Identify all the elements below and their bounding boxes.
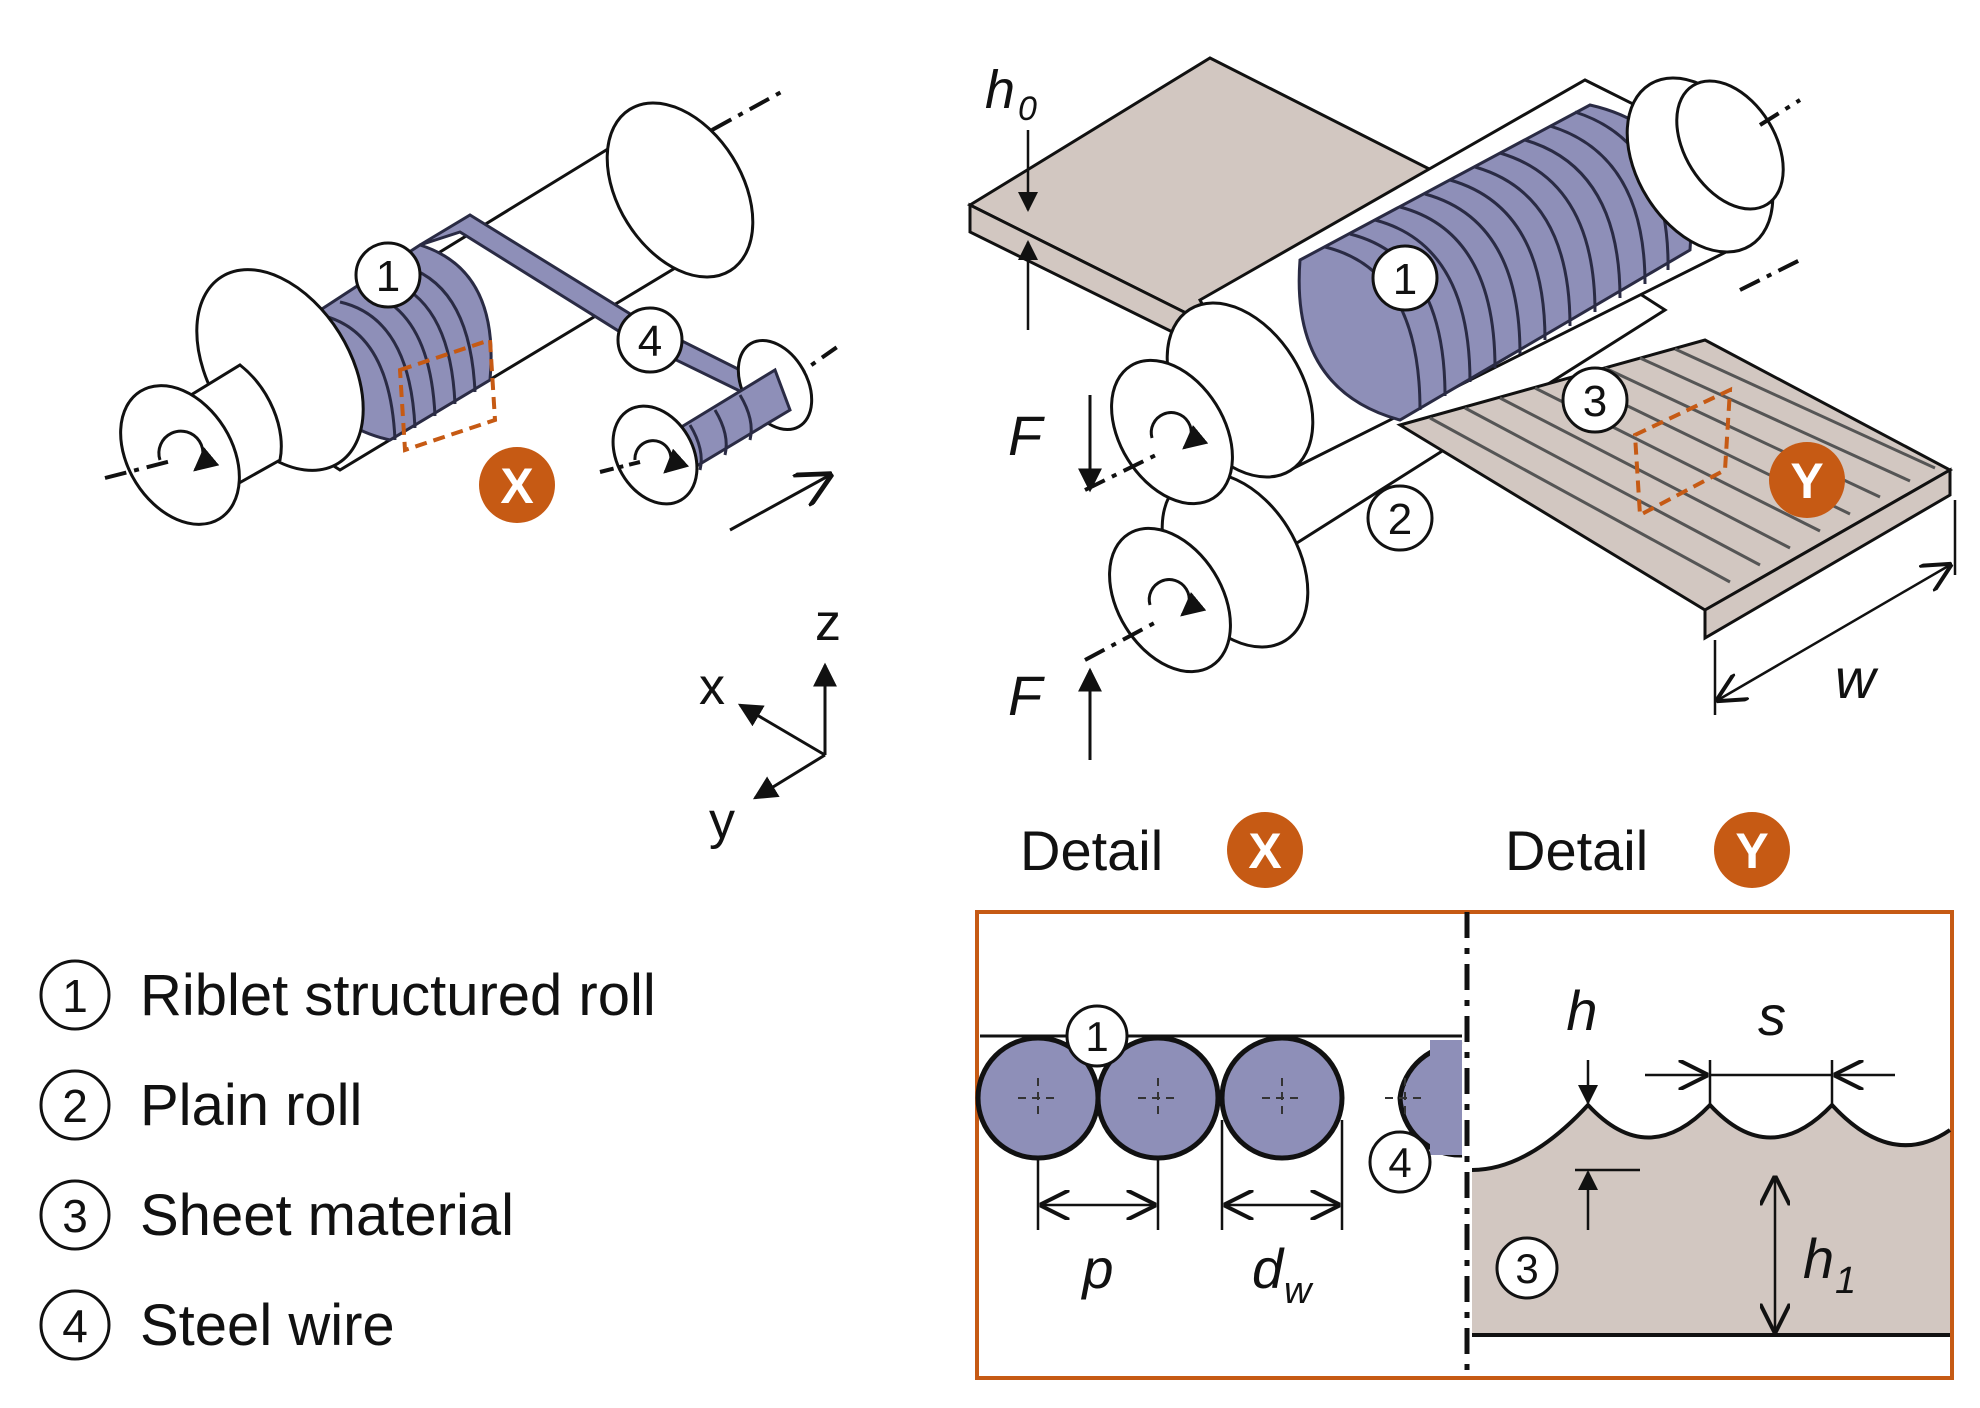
shaft-centerline <box>711 88 786 132</box>
detail-x-wires: p d w <box>975 1034 1463 1312</box>
svg-text:2: 2 <box>62 1080 88 1132</box>
badge-y-main: Y <box>1769 442 1845 518</box>
base-thickness-label: h <box>1803 1227 1834 1290</box>
riblet-height-label: h <box>1566 979 1597 1042</box>
winding-assembly <box>104 88 842 532</box>
legend-item: 4 Steel wire <box>39 1289 395 1361</box>
badge-x-detail: X <box>1227 812 1303 888</box>
force-label-bottom: F <box>1008 664 1045 727</box>
rolling-stand: h 0 <box>966 56 1957 760</box>
svg-text:2: 2 <box>1388 495 1412 544</box>
axis-x-label: x <box>699 658 725 716</box>
svg-text:X: X <box>1248 823 1281 879</box>
axis-y-label: y <box>709 792 735 850</box>
svg-text:4: 4 <box>638 317 662 366</box>
detail-marker-4: 4 <box>1368 1130 1432 1194</box>
detail-marker-3: 3 <box>1495 1236 1559 1300</box>
riblet-spacing-label: s <box>1758 984 1786 1047</box>
svg-text:1: 1 <box>1085 1013 1108 1060</box>
svg-text:3: 3 <box>1583 377 1607 426</box>
axis-triad: z x y <box>699 594 841 850</box>
svg-text:0: 0 <box>1018 90 1037 128</box>
wire-bobbin <box>599 338 842 506</box>
roll-end-right <box>605 101 755 279</box>
legend-item: 1 Riblet structured roll <box>39 959 656 1031</box>
svg-text:Y: Y <box>1790 453 1823 509</box>
legend: 1 Riblet structured roll 2 Plain roll 3 … <box>39 959 656 1361</box>
force-label-top: F <box>1008 404 1045 467</box>
svg-text:3: 3 <box>1515 1245 1538 1292</box>
badge-y-detail: Y <box>1714 812 1790 888</box>
badge-x-main: X <box>479 447 555 523</box>
marker-4-left: 4 <box>616 306 684 374</box>
detail-x-title: Detail <box>1020 819 1163 882</box>
svg-text:w: w <box>1284 1270 1314 1312</box>
pitch-label: p <box>1080 1237 1113 1300</box>
marker-2-right: 2 <box>1366 484 1434 552</box>
svg-text:3: 3 <box>62 1190 88 1242</box>
marker-1-left: 1 <box>354 241 422 309</box>
marker-1-right: 1 <box>1371 244 1439 312</box>
legend-label: Riblet structured roll <box>140 963 656 1028</box>
rotation-arrow-left <box>157 429 220 472</box>
svg-text:X: X <box>500 458 533 514</box>
svg-text:Y: Y <box>1735 823 1768 879</box>
svg-text:1: 1 <box>1393 255 1417 304</box>
wire-diameter-label: d <box>1252 1237 1285 1300</box>
roll-shaft-left <box>119 384 241 526</box>
detail-y-region <box>1632 386 1733 519</box>
legend-label: Steel wire <box>140 1293 395 1358</box>
axis-z-label: z <box>815 594 841 652</box>
detail-y-title: Detail <box>1505 819 1648 882</box>
svg-text:4: 4 <box>1388 1139 1411 1186</box>
legend-item: 3 Sheet material <box>39 1179 514 1251</box>
width-dimension <box>1718 565 1950 700</box>
detail-panel: p d w 1 4 h <box>975 910 1954 1380</box>
svg-text:1: 1 <box>376 252 400 301</box>
svg-text:1: 1 <box>62 970 88 1022</box>
legend-label: Plain roll <box>140 1073 362 1138</box>
legend-label: Sheet material <box>140 1183 514 1248</box>
svg-text:4: 4 <box>62 1300 88 1352</box>
h0-label: h <box>985 60 1015 120</box>
legend-item: 2 Plain roll <box>39 1069 362 1141</box>
marker-3-right: 3 <box>1561 366 1629 434</box>
detail-y-profile: h s h 1 <box>1471 979 1952 1337</box>
detail-x-region <box>397 337 498 453</box>
feed-arrow <box>729 475 830 532</box>
detail-marker-1: 1 <box>1065 1004 1129 1068</box>
width-label: w <box>1835 647 1879 710</box>
svg-text:1: 1 <box>1835 1260 1856 1302</box>
